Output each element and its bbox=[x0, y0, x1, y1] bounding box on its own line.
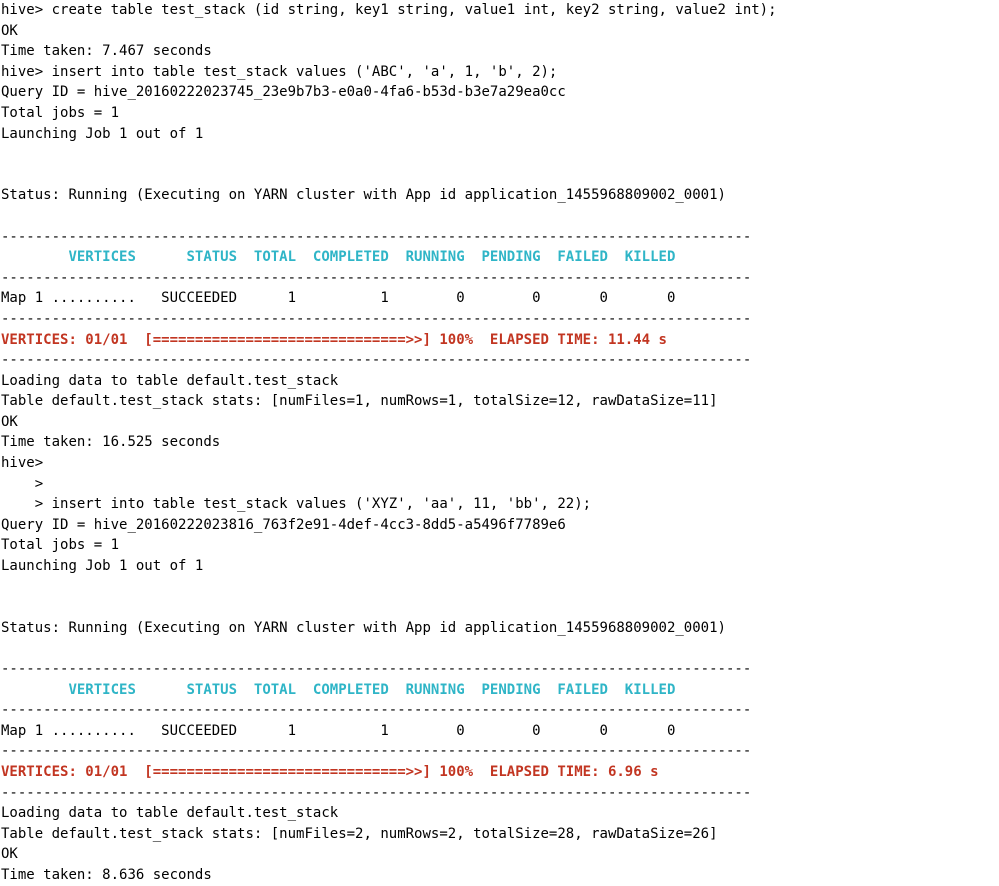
terminal-line: Status: Running (Executing on YARN clust… bbox=[1, 619, 726, 636]
terminal-line: OK bbox=[1, 22, 18, 39]
blank-line bbox=[1, 638, 999, 659]
terminal-line: Loading data to table default.test_stack bbox=[1, 805, 339, 822]
terminal-line: Time taken: 8.636 seconds bbox=[1, 866, 212, 883]
table-separator: ----------------------------------------… bbox=[1, 228, 752, 245]
table-separator: ----------------------------------------… bbox=[1, 702, 752, 719]
terminal-line: hive> insert into table test_stack value… bbox=[1, 63, 558, 80]
terminal-line: Launching Job 1 out of 1 bbox=[1, 125, 204, 142]
terminal-line: Table default.test_stack stats: [numFile… bbox=[1, 825, 718, 842]
terminal-line: Table default.test_stack stats: [numFile… bbox=[1, 393, 718, 410]
vertices-table-header: VERTICES STATUS TOTAL COMPLETED RUNNING … bbox=[1, 681, 676, 698]
progress-status-line: VERTICES: 01/01 [=======================… bbox=[1, 331, 667, 348]
terminal-line: OK bbox=[1, 413, 18, 430]
table-separator: ----------------------------------------… bbox=[1, 743, 752, 760]
progress-status-line: VERTICES: 01/01 [=======================… bbox=[1, 763, 659, 780]
terminal-line: Query ID = hive_20160222023816_763f2e91-… bbox=[1, 516, 566, 533]
terminal-line: hive> bbox=[1, 455, 44, 472]
table-separator: ----------------------------------------… bbox=[1, 784, 752, 801]
table-separator: ----------------------------------------… bbox=[1, 310, 752, 327]
terminal-line: Loading data to table default.test_stack bbox=[1, 372, 339, 389]
terminal-line: Query ID = hive_20160222023745_23e9b7b3-… bbox=[1, 84, 566, 101]
table-separator: ----------------------------------------… bbox=[1, 352, 752, 369]
table-separator: ----------------------------------------… bbox=[1, 269, 752, 286]
blank-line bbox=[1, 577, 999, 598]
blank-line bbox=[1, 165, 999, 186]
terminal-line: Launching Job 1 out of 1 bbox=[1, 558, 204, 575]
terminal-line: > bbox=[1, 475, 44, 492]
blank-line bbox=[1, 597, 999, 618]
terminal-line: Map 1 .......... SUCCEEDED 1 1 0 0 0 0 bbox=[1, 290, 676, 307]
terminal-line: Map 1 .......... SUCCEEDED 1 1 0 0 0 0 bbox=[1, 722, 676, 739]
blank-line bbox=[1, 206, 999, 227]
terminal-line: Time taken: 16.525 seconds bbox=[1, 434, 221, 451]
terminal-line: > insert into table test_stack values ('… bbox=[1, 496, 592, 513]
vertices-table-header: VERTICES STATUS TOTAL COMPLETED RUNNING … bbox=[1, 249, 676, 266]
terminal-line: hive> create table test_stack (id string… bbox=[1, 2, 777, 18]
terminal-line: Total jobs = 1 bbox=[1, 104, 120, 121]
terminal-line: OK bbox=[1, 846, 18, 863]
terminal-line: Total jobs = 1 bbox=[1, 537, 120, 554]
table-separator: ----------------------------------------… bbox=[1, 661, 752, 677]
terminal-line: Time taken: 7.467 seconds bbox=[1, 43, 212, 60]
terminal-line: Status: Running (Executing on YARN clust… bbox=[1, 187, 726, 204]
blank-line bbox=[1, 144, 999, 165]
